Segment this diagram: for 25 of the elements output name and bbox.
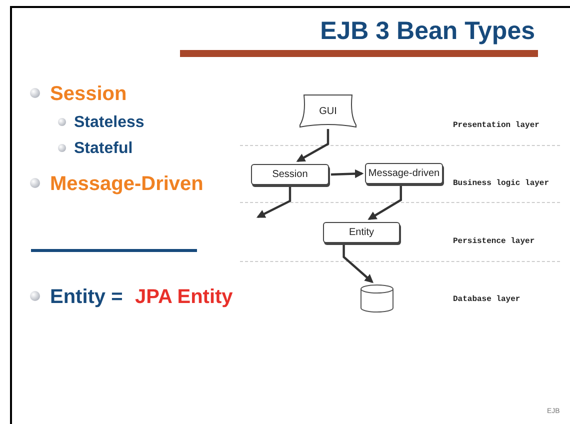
terminal-shape [300,95,356,127]
arrow [368,186,402,220]
layer-label: Database layer [453,295,520,304]
slide-title: EJB 3 Bean Types [320,17,535,46]
process-box [323,222,400,243]
bullet-text: Stateful [74,140,133,158]
arrow [342,245,374,284]
node-label: Entity [348,227,374,238]
bullet-text: JPA Entity [135,286,233,309]
layer-label: Business logic layer [453,179,550,188]
layer-label: Persistence layer [453,237,535,246]
process-box [251,164,329,185]
bullet-text: Entity = [50,286,123,309]
arrow [256,187,292,218]
bullet-text: Stateless [74,114,144,132]
process-box [365,163,443,184]
bullet-text: Message-Driven [50,173,204,196]
layer-label: Presentation layer [453,121,540,130]
arrow [330,169,364,178]
bullet-text: Session [50,83,127,106]
node-label: GUI [319,106,337,116]
database-cylinder [361,285,393,312]
arrow [296,129,330,162]
node-label: Message-driven [368,168,440,179]
node-label: Session [272,169,308,180]
